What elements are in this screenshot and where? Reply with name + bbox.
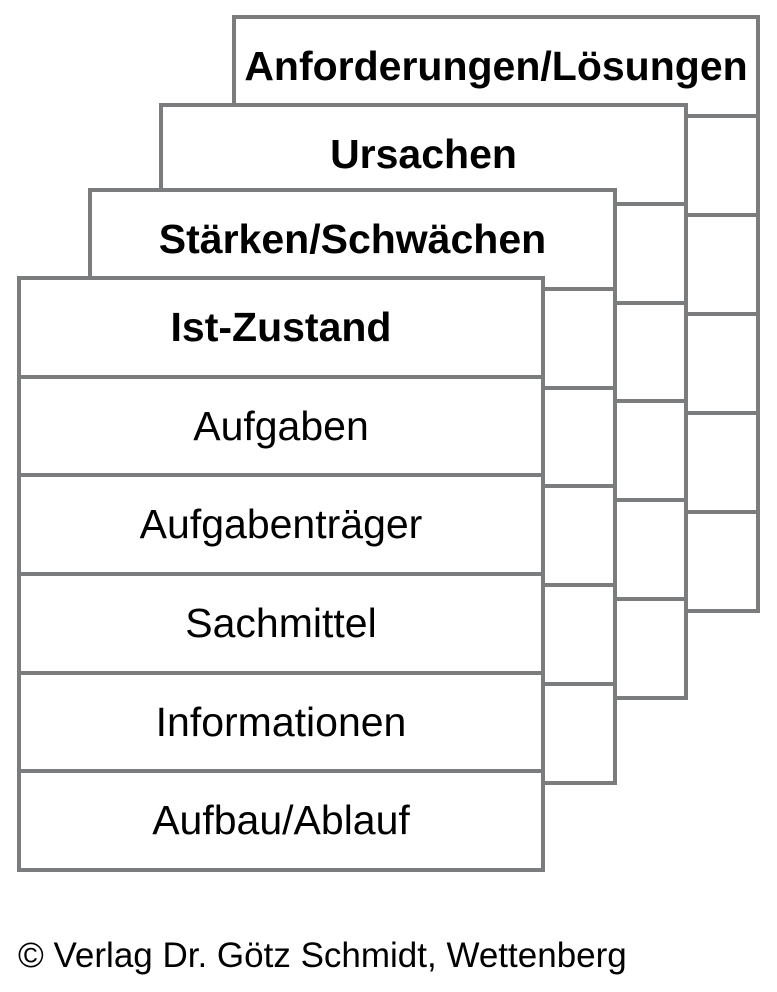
- card-row-aufgabentraeger: Aufgabenträger: [21, 473, 541, 572]
- card-ist-zustand: Ist-Zustand Aufgaben Aufgabenträger Sach…: [17, 276, 545, 872]
- card-row-aufbau-ablauf: Aufbau/Ablauf: [21, 769, 541, 868]
- copyright-text: © Verlag Dr. Götz Schmidt, Wettenberg: [18, 936, 627, 975]
- card-title-ursachen: Ursachen: [330, 130, 517, 177]
- card-row-sachmittel: Sachmittel: [21, 572, 541, 671]
- card-title-ist-zustand: Ist-Zustand: [170, 303, 392, 350]
- card-row-aufgaben: Aufgaben: [21, 374, 541, 474]
- card-title-staerken-schwaechen: Stärken/Schwächen: [158, 215, 547, 262]
- card-row-informationen: Informationen: [21, 670, 541, 770]
- card-title-anforderungen-loesungen: Anforderungen/Lösungen: [244, 43, 748, 89]
